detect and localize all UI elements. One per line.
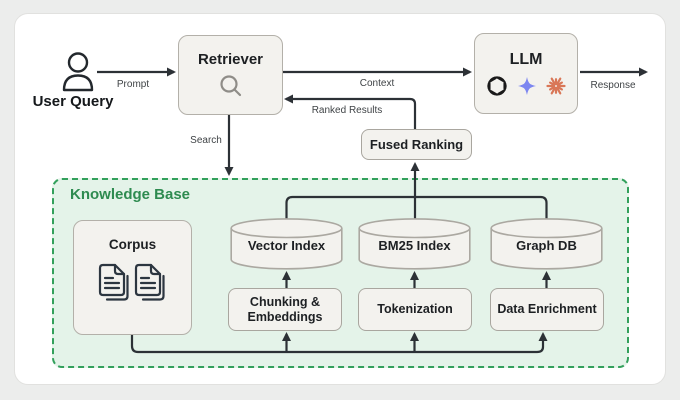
- corpus-label: Corpus: [108, 237, 157, 252]
- bm25-index-store: BM25 Index: [358, 218, 471, 270]
- claude-starburst-icon: [546, 77, 566, 94]
- chunking-embeddings-label: Chunking & Embeddings: [247, 294, 323, 324]
- data-enrichment-label: Data Enrichment: [497, 302, 597, 317]
- llm-node: LLM: [474, 33, 578, 114]
- edge-label-search: Search: [190, 135, 222, 146]
- user-query-label: User Query: [32, 93, 114, 110]
- edge-label-response: Response: [590, 80, 636, 91]
- magnifier-icon: [219, 75, 241, 97]
- llm-provider-icons: [486, 75, 566, 97]
- corpus-node: Corpus: [73, 220, 192, 335]
- user-icon: [60, 50, 96, 97]
- graph-db-label: Graph DB: [516, 238, 577, 253]
- edge-label-context: Context: [359, 78, 395, 89]
- graph-db-store: Graph DB: [490, 218, 603, 270]
- knowledge-base-title: Knowledge Base: [70, 186, 191, 203]
- fused-ranking-node: Fused Ranking: [361, 129, 472, 160]
- tokenization-label: Tokenization: [377, 302, 453, 317]
- openai-logo-icon: [487, 75, 507, 96]
- cylinder-icon: [490, 218, 603, 270]
- data-enrichment-node: Data Enrichment: [490, 288, 604, 331]
- retriever-node: Retriever: [178, 35, 283, 115]
- llm-title: LLM: [509, 50, 543, 68]
- tokenization-node: Tokenization: [358, 288, 472, 331]
- edge-label-ranked-results: Ranked Results: [311, 105, 383, 116]
- chunking-embeddings-node: Chunking & Embeddings: [228, 288, 342, 331]
- retriever-title: Retriever: [197, 51, 264, 68]
- cylinder-icon: [230, 218, 343, 270]
- documents-icon: [98, 263, 165, 301]
- cylinder-icon: [358, 218, 471, 270]
- edge-label-prompt: Prompt: [116, 79, 150, 90]
- vector-index-label: Vector Index: [247, 238, 326, 253]
- vector-index-store: Vector Index: [230, 218, 343, 270]
- fused-ranking-label: Fused Ranking: [369, 137, 464, 152]
- bm25-index-label: BM25 Index: [378, 238, 451, 253]
- gemini-star-icon: [518, 76, 536, 95]
